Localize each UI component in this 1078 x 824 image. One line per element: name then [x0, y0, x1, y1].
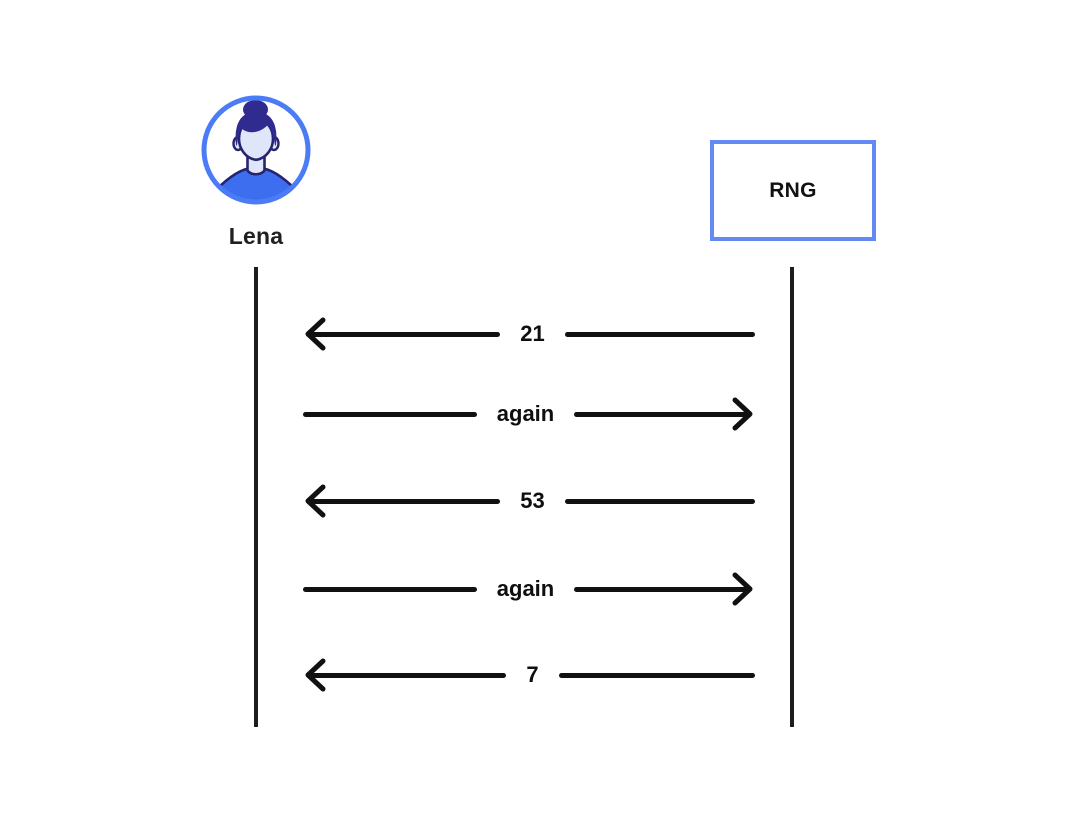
- message-arrow-2: again: [303, 396, 755, 432]
- message-label: 7: [526, 662, 539, 687]
- message-line: [574, 586, 748, 592]
- message-arrow-3: 53: [303, 483, 756, 519]
- actor-lena: Lena: [201, 95, 311, 250]
- arrowhead-left-icon: [305, 658, 326, 692]
- message-line: [564, 498, 756, 504]
- message-line: [310, 498, 501, 504]
- message-line: [564, 331, 756, 337]
- arrowhead-right-icon: [732, 397, 753, 431]
- message-arrow-5: 7: [303, 657, 755, 693]
- message-label: again: [496, 401, 555, 426]
- message-label: 53: [520, 488, 545, 513]
- message-line: [574, 411, 748, 417]
- arrowhead-left-icon: [305, 317, 326, 351]
- message-line: [303, 411, 477, 417]
- message-arrow-1: 21: [303, 316, 756, 352]
- arrowhead-right-icon: [732, 572, 753, 606]
- actor-name: Lena: [228, 223, 284, 249]
- lifeline-rng: [790, 267, 794, 727]
- message-line: [310, 331, 501, 337]
- arrowhead-left-icon: [305, 484, 326, 518]
- message-label: again: [496, 576, 555, 601]
- message-line: [310, 672, 507, 678]
- woman-avatar-icon: [201, 95, 311, 205]
- message-arrow-4: again: [303, 571, 755, 607]
- lifeline-lena: [254, 267, 258, 727]
- message-label: 21: [520, 321, 545, 346]
- message-line: [558, 672, 755, 678]
- object-rng-box: RNG: [710, 140, 876, 241]
- object-name: RNG: [769, 178, 817, 202]
- message-line: [303, 586, 477, 592]
